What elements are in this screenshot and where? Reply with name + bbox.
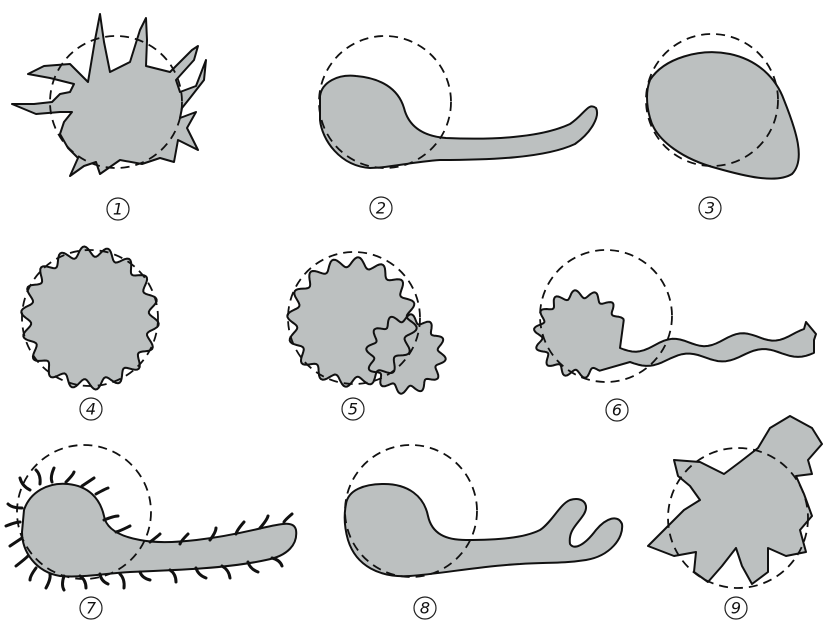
panel-3: 3 <box>646 34 799 219</box>
panel-5: 5 <box>287 252 445 420</box>
panel-7-hair-projection <box>96 488 108 494</box>
panel-7: 7 <box>6 445 296 619</box>
panel-5-label: 5 <box>348 400 358 419</box>
panel-8-cell-shape <box>345 484 623 576</box>
panel-2-label: 2 <box>376 199 386 218</box>
panel-7-hair-projection <box>36 470 40 484</box>
panel-7-hair-projection <box>46 574 50 588</box>
panel-7-cell-shape <box>22 484 296 577</box>
panel-7-hair-projection <box>80 576 86 588</box>
panel-7-hair-projection <box>284 514 292 522</box>
panel-9-label: 9 <box>731 599 741 618</box>
panel-1-cell-shape <box>12 14 206 176</box>
panel-6: 6 <box>534 250 816 421</box>
panel-7-label: 7 <box>86 599 97 618</box>
panel-8-label: 8 <box>420 599 430 618</box>
panel-7-hair-projection <box>120 574 124 588</box>
panel-1: 1 <box>12 14 206 220</box>
panel-7-hair-projection <box>116 526 130 532</box>
panel-5-cell-shape <box>287 257 445 393</box>
panel-3-label: 3 <box>705 199 715 218</box>
panel-1-label: 1 <box>113 200 123 219</box>
panel-7-hair-projection <box>30 568 36 580</box>
panel-6-cell-shape <box>534 290 816 377</box>
panel-2-cell-shape <box>320 76 597 168</box>
panel-7-hair-projection <box>272 558 282 566</box>
panel-6-label: 6 <box>612 401 622 420</box>
panel-7-hair-projection <box>150 534 160 542</box>
panel-7-hair-projection <box>10 538 22 546</box>
panel-7-hair-projection <box>63 576 65 590</box>
panel-9: 9 <box>648 416 822 619</box>
panel-4-cell-shape <box>21 247 158 390</box>
panel-9-cell-shape <box>648 416 822 584</box>
panel-8: 8 <box>345 445 623 619</box>
panel-2: 2 <box>319 36 597 219</box>
panel-7-hair-projection <box>51 468 54 482</box>
panel-7-hair-projection <box>196 568 206 578</box>
panel-7-hair-projection <box>66 472 74 482</box>
panel-7-hair-projection <box>16 556 28 566</box>
panel-4: 4 <box>21 247 158 421</box>
panel-7-hair-projection <box>170 570 176 582</box>
panel-7-hair-projection <box>8 504 22 508</box>
panel-7-hair-projection <box>82 478 94 486</box>
panel-7-hair-projection <box>104 516 118 520</box>
panel-7-hair-projection <box>140 572 150 580</box>
panel-7-hair-projection <box>222 566 230 578</box>
panel-4-label: 4 <box>86 400 96 419</box>
